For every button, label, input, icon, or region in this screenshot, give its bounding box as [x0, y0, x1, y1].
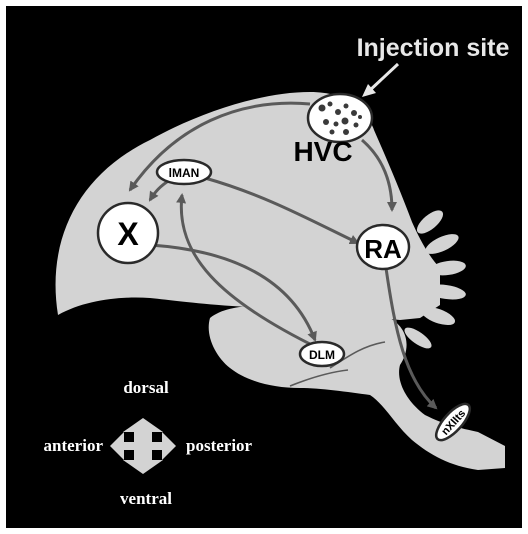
label-x: X	[117, 216, 139, 252]
nucleus-hvc	[308, 94, 372, 142]
label-ra: RA	[364, 234, 402, 264]
label-lman: lMAN	[169, 166, 200, 180]
label-anterior: anterior	[44, 436, 104, 455]
label-hvc: HVC	[293, 136, 352, 167]
label-dlm: DLM	[309, 348, 335, 362]
label-injection-site: Injection site	[357, 34, 510, 62]
label-dorsal: dorsal	[123, 378, 169, 397]
label-ventral: ventral	[120, 489, 172, 508]
label-posterior: posterior	[186, 436, 253, 455]
